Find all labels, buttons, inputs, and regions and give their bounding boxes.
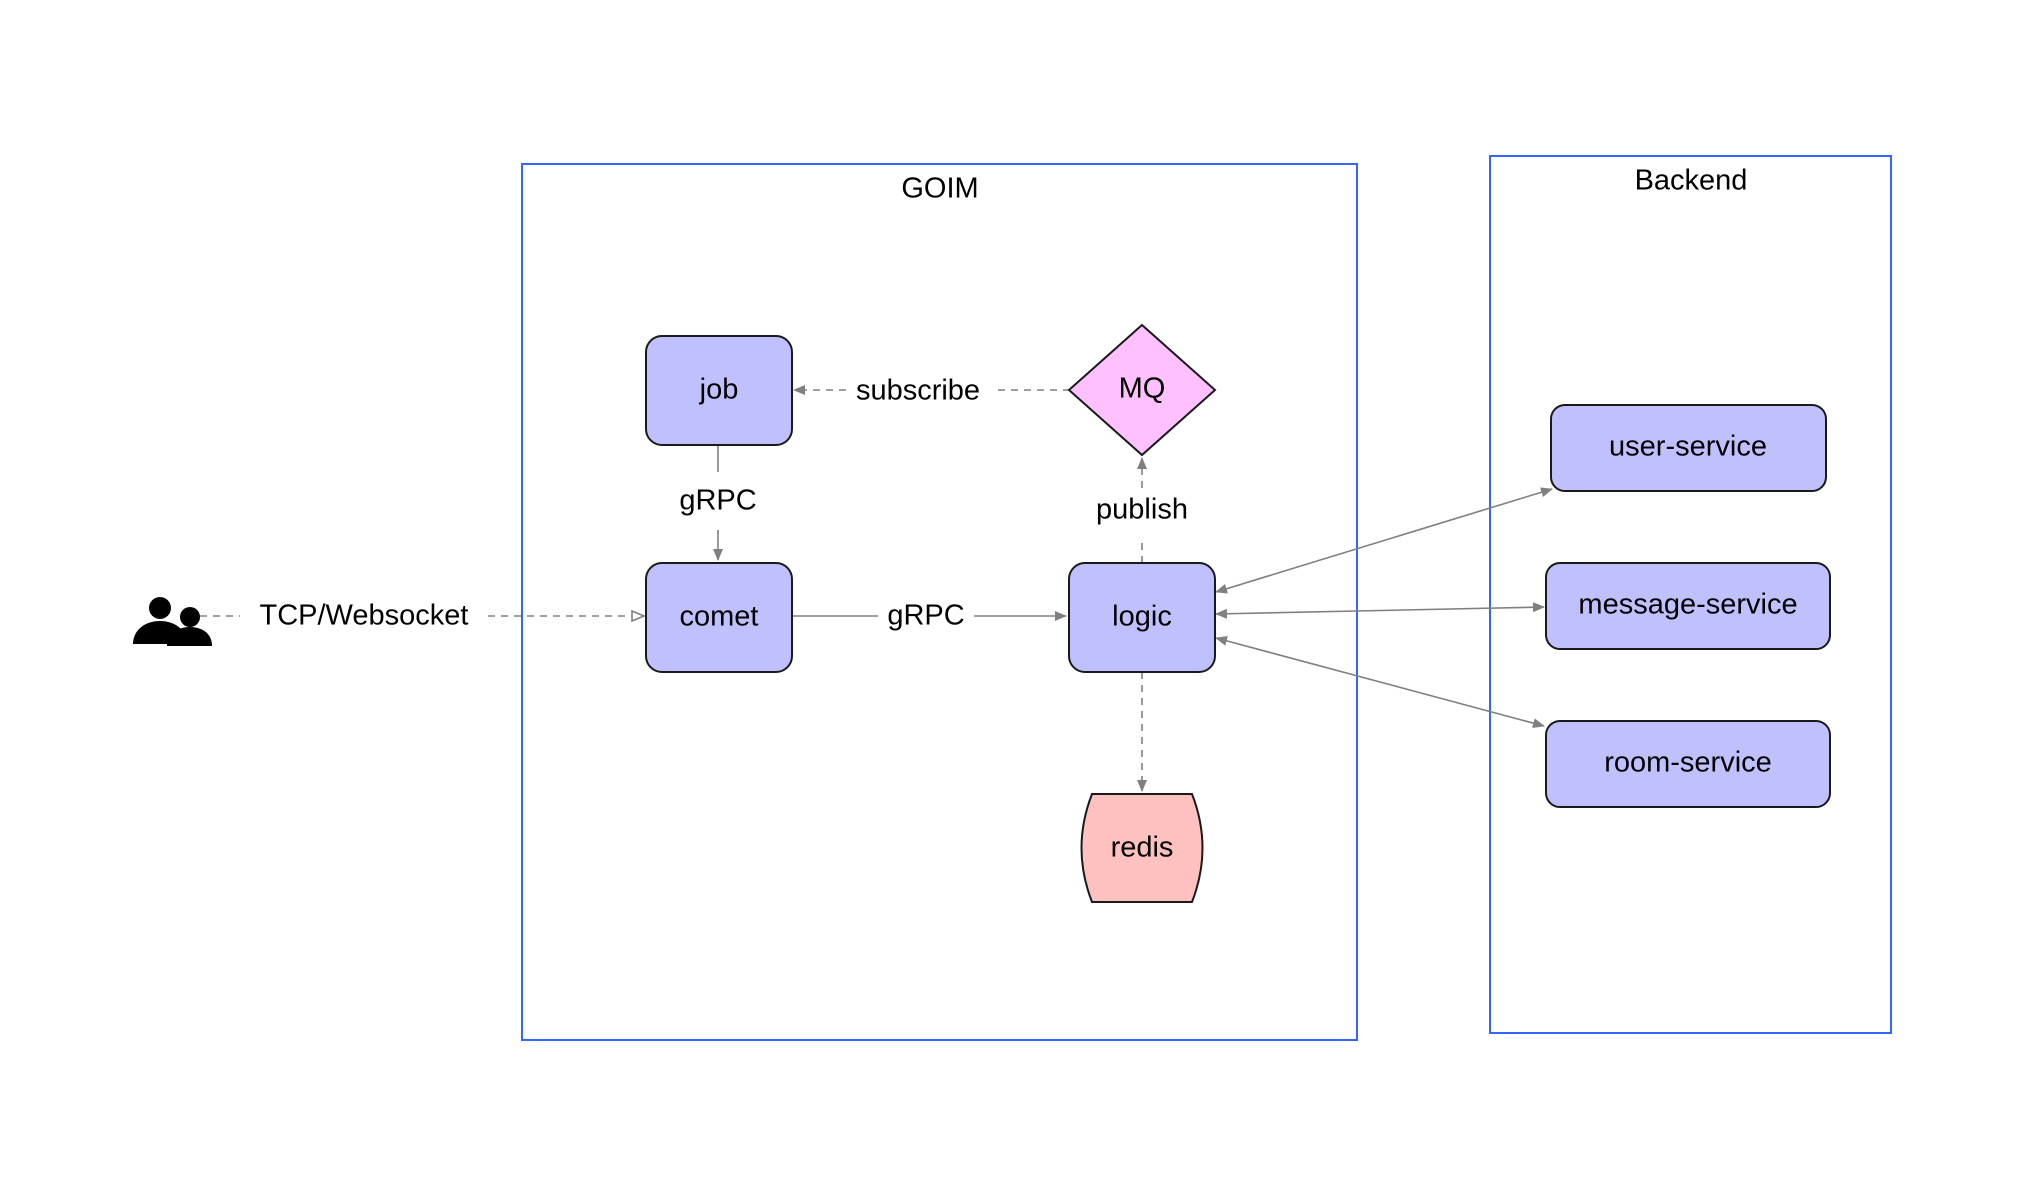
node-message-service-shape — [1545, 562, 1831, 650]
node-job-shape — [645, 335, 793, 446]
goim-container: GOIM — [521, 163, 1358, 1041]
node-mq-label: MQ — [1119, 373, 1166, 405]
backend-container-border — [1489, 155, 1892, 1034]
node-mq[interactable]: MQ — [1067, 323, 1217, 457]
edge-labels: TCP/Websocket gRPC gRPC subscribe publis… — [260, 375, 1188, 632]
node-message-service-label: message-service — [1578, 589, 1797, 621]
edge-logic-user-service — [1215, 487, 1553, 594]
node-room-service-label: room-service — [1604, 747, 1772, 779]
node-logic-shape — [1068, 562, 1216, 673]
edge-label-job-comet-grpc: gRPC — [679, 485, 756, 517]
node-comet-shape — [645, 562, 793, 673]
node-redis-label: redis — [1111, 832, 1174, 864]
backend-container-title: Backend — [1635, 165, 1748, 197]
goim-container-title: GOIM — [901, 173, 978, 205]
node-logic[interactable]: logic — [1068, 562, 1216, 673]
backend-container: Backend — [1489, 155, 1892, 1034]
goim-container-border — [521, 163, 1358, 1041]
node-job-label: job — [699, 374, 739, 406]
users-icon — [133, 597, 212, 646]
node-user-service[interactable]: user-service — [1550, 404, 1827, 492]
node-user-service-label: user-service — [1609, 431, 1767, 463]
edge-logic-message-service — [1215, 602, 1545, 619]
edge-label-subscribe: subscribe — [856, 375, 980, 407]
node-redis-shape — [1080, 793, 1204, 903]
edge-label-tcp-websocket: TCP/Websocket — [260, 600, 469, 632]
edge-label-publish: publish — [1096, 494, 1188, 526]
node-comet[interactable]: comet — [645, 562, 793, 673]
users-icon-front-head — [180, 607, 200, 627]
node-logic-label: logic — [1112, 601, 1172, 633]
node-room-service[interactable]: room-service — [1545, 720, 1831, 808]
edges — [200, 385, 1553, 792]
node-job[interactable]: job — [645, 335, 793, 446]
node-message-service[interactable]: message-service — [1545, 562, 1831, 650]
node-mq-shape — [1067, 323, 1217, 457]
node-comet-label: comet — [680, 601, 759, 633]
node-redis[interactable]: redis — [1080, 793, 1204, 903]
node-room-service-shape — [1545, 720, 1831, 808]
edge-label-comet-logic-grpc: gRPC — [887, 600, 964, 632]
users-icon-front-body — [167, 627, 212, 646]
edge-logic-room-service — [1215, 636, 1545, 728]
node-user-service-shape — [1550, 404, 1827, 492]
users-icon-back-head — [149, 597, 171, 619]
